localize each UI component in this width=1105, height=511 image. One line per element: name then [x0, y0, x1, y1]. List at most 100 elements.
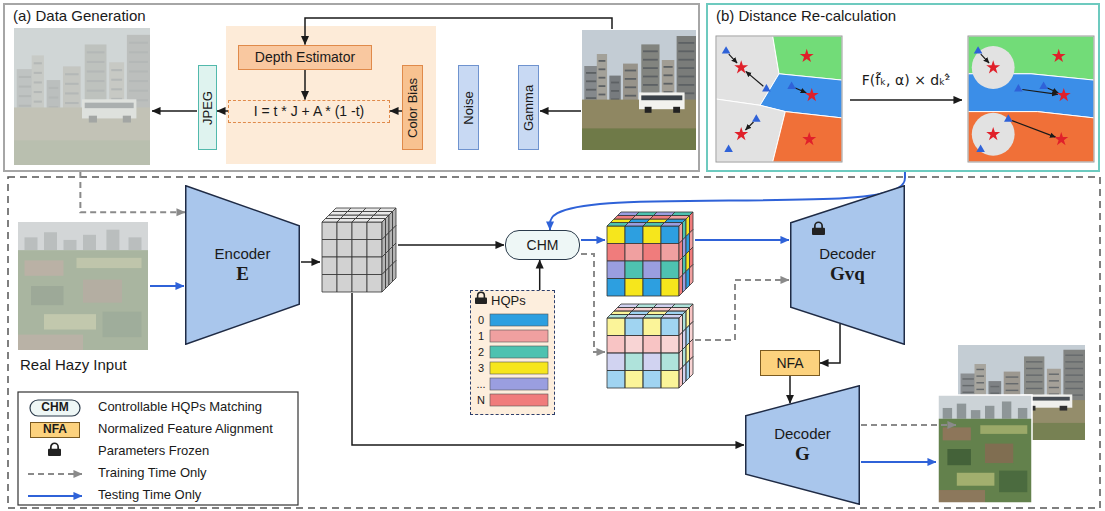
feature-cube — [322, 208, 396, 292]
center-star — [800, 49, 814, 62]
node-label: NFA — [776, 355, 803, 371]
node-symbol: G — [795, 443, 810, 465]
lock-icon — [812, 222, 825, 235]
cube-cell — [643, 226, 661, 244]
cube-cell — [625, 353, 643, 371]
cube-cell — [625, 318, 643, 336]
lock-shackle — [51, 443, 58, 449]
flow-arrow — [795, 88, 806, 93]
legend-row: Testing Time Only — [0, 487, 300, 505]
legend-text: Parameters Frozen — [98, 444, 209, 459]
panel-frame: (a) Data GenerationDepth EstimatorJPEGI … — [3, 3, 700, 172]
codebook-entry — [490, 346, 548, 358]
photo-part — [586, 80, 596, 82]
photo-part — [582, 128, 696, 150]
process-box: Color Bias — [402, 65, 423, 150]
voronoi-cell — [773, 36, 842, 80]
index-number: ... — [476, 378, 485, 391]
photo-part — [18, 222, 148, 350]
flow-arrow — [1012, 121, 1056, 138]
flow-arrow — [695, 280, 789, 340]
photo-part — [664, 74, 673, 76]
process-box: Depth Estimator — [238, 45, 372, 70]
photo-part — [673, 107, 680, 113]
cube-cell — [322, 275, 337, 293]
center-star — [986, 60, 1000, 73]
feature-triangle — [724, 144, 733, 151]
connector-arrow — [539, 260, 541, 290]
photo — [938, 395, 1032, 503]
cube-cell — [643, 261, 661, 279]
process-box: Noise — [458, 65, 479, 150]
photo-part — [678, 84, 694, 86]
center-star — [805, 88, 819, 101]
flow-arrow — [301, 261, 320, 263]
photo-part — [584, 66, 598, 104]
cube-cell — [337, 222, 352, 240]
trapezoid-shape — [746, 386, 860, 505]
cube-cell — [393, 261, 397, 282]
trapezoid-shape — [186, 186, 300, 345]
process-box: JPEG — [198, 65, 217, 150]
panel-title: (b) Distance Re-calculation — [716, 7, 1090, 24]
network-trapezoid: DecoderGvq — [790, 185, 905, 345]
voronoi-plot — [968, 36, 1094, 162]
feature-triangle — [787, 81, 796, 88]
cube-cell — [690, 357, 694, 378]
feature-triangle — [762, 84, 771, 91]
node-label: Noise — [461, 91, 476, 124]
cube-cell — [686, 360, 690, 381]
process-box: NFA — [760, 350, 820, 376]
cube-cell — [625, 226, 643, 244]
cube-cell — [683, 364, 687, 385]
feature-triangle — [974, 46, 983, 53]
flow-arrow — [981, 54, 989, 63]
photo-part — [938, 395, 1032, 503]
node-label: HQPs — [491, 294, 554, 309]
cube-cell — [690, 265, 694, 286]
flow-arrow — [1047, 88, 1058, 93]
cube-cell — [607, 226, 625, 244]
node-label: I = t * J + A * (1 -t) — [254, 103, 365, 119]
highlight-region — [226, 26, 436, 164]
cube-cell — [352, 275, 367, 293]
photo-part — [599, 60, 606, 62]
cube-cell — [643, 244, 661, 262]
cube-cell — [337, 275, 352, 293]
codebook-entry — [490, 378, 548, 390]
feature-cube — [607, 212, 693, 296]
node-label: Color Bias — [405, 78, 420, 138]
node-label: Gamma — [521, 84, 536, 130]
codebook-entry — [490, 394, 548, 406]
photo-part — [625, 86, 636, 88]
lock-body — [475, 297, 487, 304]
legend-text: Controllable HQPs Matching — [98, 400, 262, 415]
voronoi-cell — [968, 112, 1094, 162]
photo-part — [645, 107, 652, 113]
network-trapezoid: DecoderG — [745, 385, 860, 505]
voronoi-plot — [716, 36, 842, 162]
photo-part — [643, 84, 658, 86]
cube-cell — [367, 257, 382, 275]
flow-arrow — [540, 110, 581, 112]
photo-part — [611, 90, 619, 92]
cube-cell — [643, 279, 661, 297]
cube-cell — [643, 336, 661, 354]
network-trapezoid: EncoderE — [185, 185, 300, 345]
panel-b-art — [716, 36, 1094, 162]
photo-part — [18, 222, 148, 350]
photo-part — [625, 78, 636, 80]
feature-triangle — [976, 144, 985, 151]
photo-part — [678, 50, 694, 52]
photo-part — [597, 54, 607, 104]
photo-frame — [938, 395, 1032, 503]
photo — [14, 28, 150, 165]
photo-part — [664, 83, 673, 85]
feature-triangle — [1014, 84, 1023, 91]
photo-part — [586, 97, 596, 99]
connector-arrow — [80, 172, 185, 212]
legend-sample-text: NFA — [43, 423, 67, 437]
cube-cell — [607, 353, 625, 371]
photo-part — [599, 77, 606, 79]
